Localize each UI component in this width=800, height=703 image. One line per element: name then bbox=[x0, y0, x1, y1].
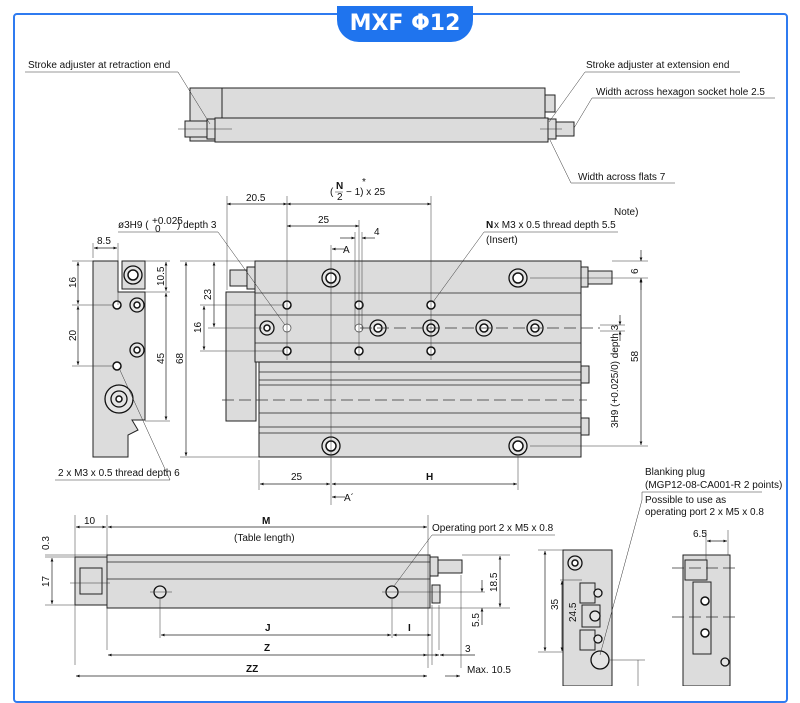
dim-4: 4 bbox=[374, 227, 380, 238]
thread-n: N bbox=[486, 220, 493, 231]
dim-25-top: 25 bbox=[318, 215, 330, 226]
dim-24-5: 24.5 bbox=[568, 602, 579, 622]
pin-tol-upper: +0.025 bbox=[152, 216, 183, 227]
plug-part-number: (MGP12-08-CA001-R 2 points) bbox=[645, 480, 782, 491]
dim-45: 45 bbox=[156, 352, 167, 364]
dim-zz: ZZ bbox=[246, 664, 258, 675]
dim-16-side: 16 bbox=[68, 276, 79, 288]
dim-25-bottom: 25 bbox=[291, 472, 303, 483]
dim-i: I bbox=[408, 623, 411, 634]
side-pin-label: 3H9 (+0.025/0) depth 3 bbox=[610, 324, 621, 428]
hex-socket-label: Width across hexagon socket hole 2.5 bbox=[596, 87, 765, 98]
dim-23: 23 bbox=[203, 288, 214, 300]
possible-use-line1: Possible to use as bbox=[645, 495, 726, 506]
dim-pitch-rest: − 1) x 25 bbox=[346, 187, 386, 198]
dim-18-5: 18.5 bbox=[489, 572, 500, 592]
technical-drawing: Stroke adjuster at retraction end Stroke… bbox=[25, 60, 782, 686]
insert-label: (Insert) bbox=[486, 235, 518, 246]
retraction-label: Stroke adjuster at retraction end bbox=[28, 60, 170, 71]
dim-17: 17 bbox=[41, 575, 52, 587]
dim-pitch-n: N bbox=[336, 181, 343, 192]
dim-8-5: 8.5 bbox=[97, 236, 111, 247]
dim-20-5: 20.5 bbox=[246, 193, 266, 204]
dim-10: 10 bbox=[84, 516, 96, 527]
dim-58: 58 bbox=[630, 350, 641, 362]
dim-j: J bbox=[265, 623, 271, 634]
dim-m: M bbox=[262, 516, 270, 527]
note-mark: Note) bbox=[614, 207, 638, 218]
max-10-5: Max. 10.5 bbox=[467, 665, 511, 676]
thread-label: x M3 x 0.5 thread depth 5.5 bbox=[494, 220, 616, 231]
dim-pitch-2: 2 bbox=[337, 192, 343, 203]
dim-6: 6 bbox=[630, 268, 641, 274]
dim-16-front: 16 bbox=[193, 321, 204, 333]
dim-3: 3 bbox=[465, 644, 471, 655]
pin-hole-label: ø3H9 ( bbox=[118, 220, 149, 231]
port-label: Operating port 2 x M5 x 0.8 bbox=[432, 523, 554, 534]
dim-h: H bbox=[426, 472, 433, 483]
table-length: (Table length) bbox=[234, 533, 295, 544]
model-title: MXF Φ12 bbox=[337, 6, 473, 42]
section-a: A bbox=[343, 245, 350, 256]
bottom-view: 10 M (Table length) Operating port 2 x M… bbox=[41, 515, 555, 678]
dim-35: 35 bbox=[550, 598, 561, 610]
top-view: Stroke adjuster at retraction end Stroke… bbox=[25, 60, 775, 184]
side-thread-label: 2 x M3 x 0.5 thread depth 6 bbox=[58, 468, 180, 479]
dim-pitch-star: * bbox=[362, 177, 366, 188]
end-views: 35 24.5 6.5 Blanking plug (MGP12-08-CA00… bbox=[538, 467, 782, 686]
blanking-plug-label: Blanking plug bbox=[645, 467, 705, 478]
dim-20: 20 bbox=[68, 329, 79, 341]
flats-label: Width across flats 7 bbox=[578, 172, 666, 183]
dim-0-3: 0.3 bbox=[41, 536, 52, 550]
pin-tol-lower: 0 bbox=[155, 224, 161, 235]
extension-label: Stroke adjuster at extension end bbox=[586, 60, 729, 71]
dim-6-5: 6.5 bbox=[693, 529, 707, 540]
dim-z: Z bbox=[264, 643, 270, 654]
dim-pitch-open: ( bbox=[330, 187, 334, 198]
section-a-prime: A´ bbox=[344, 492, 354, 504]
side-view: 8.5 16 20 10.5 45 2 x M3 x 0.5 thread de… bbox=[55, 236, 180, 481]
front-view: 20.5 ( N 2 − 1) x 25 * 25 4 A ø3H9 ( +0.… bbox=[118, 177, 648, 505]
pin-hole-suffix: ) depth 3 bbox=[177, 220, 217, 231]
dim-68: 68 bbox=[175, 352, 186, 364]
dim-10-5: 10.5 bbox=[156, 266, 167, 286]
possible-use-line2: operating port 2 x M5 x 0.8 bbox=[645, 507, 764, 518]
dim-5-5: 5.5 bbox=[471, 613, 482, 627]
